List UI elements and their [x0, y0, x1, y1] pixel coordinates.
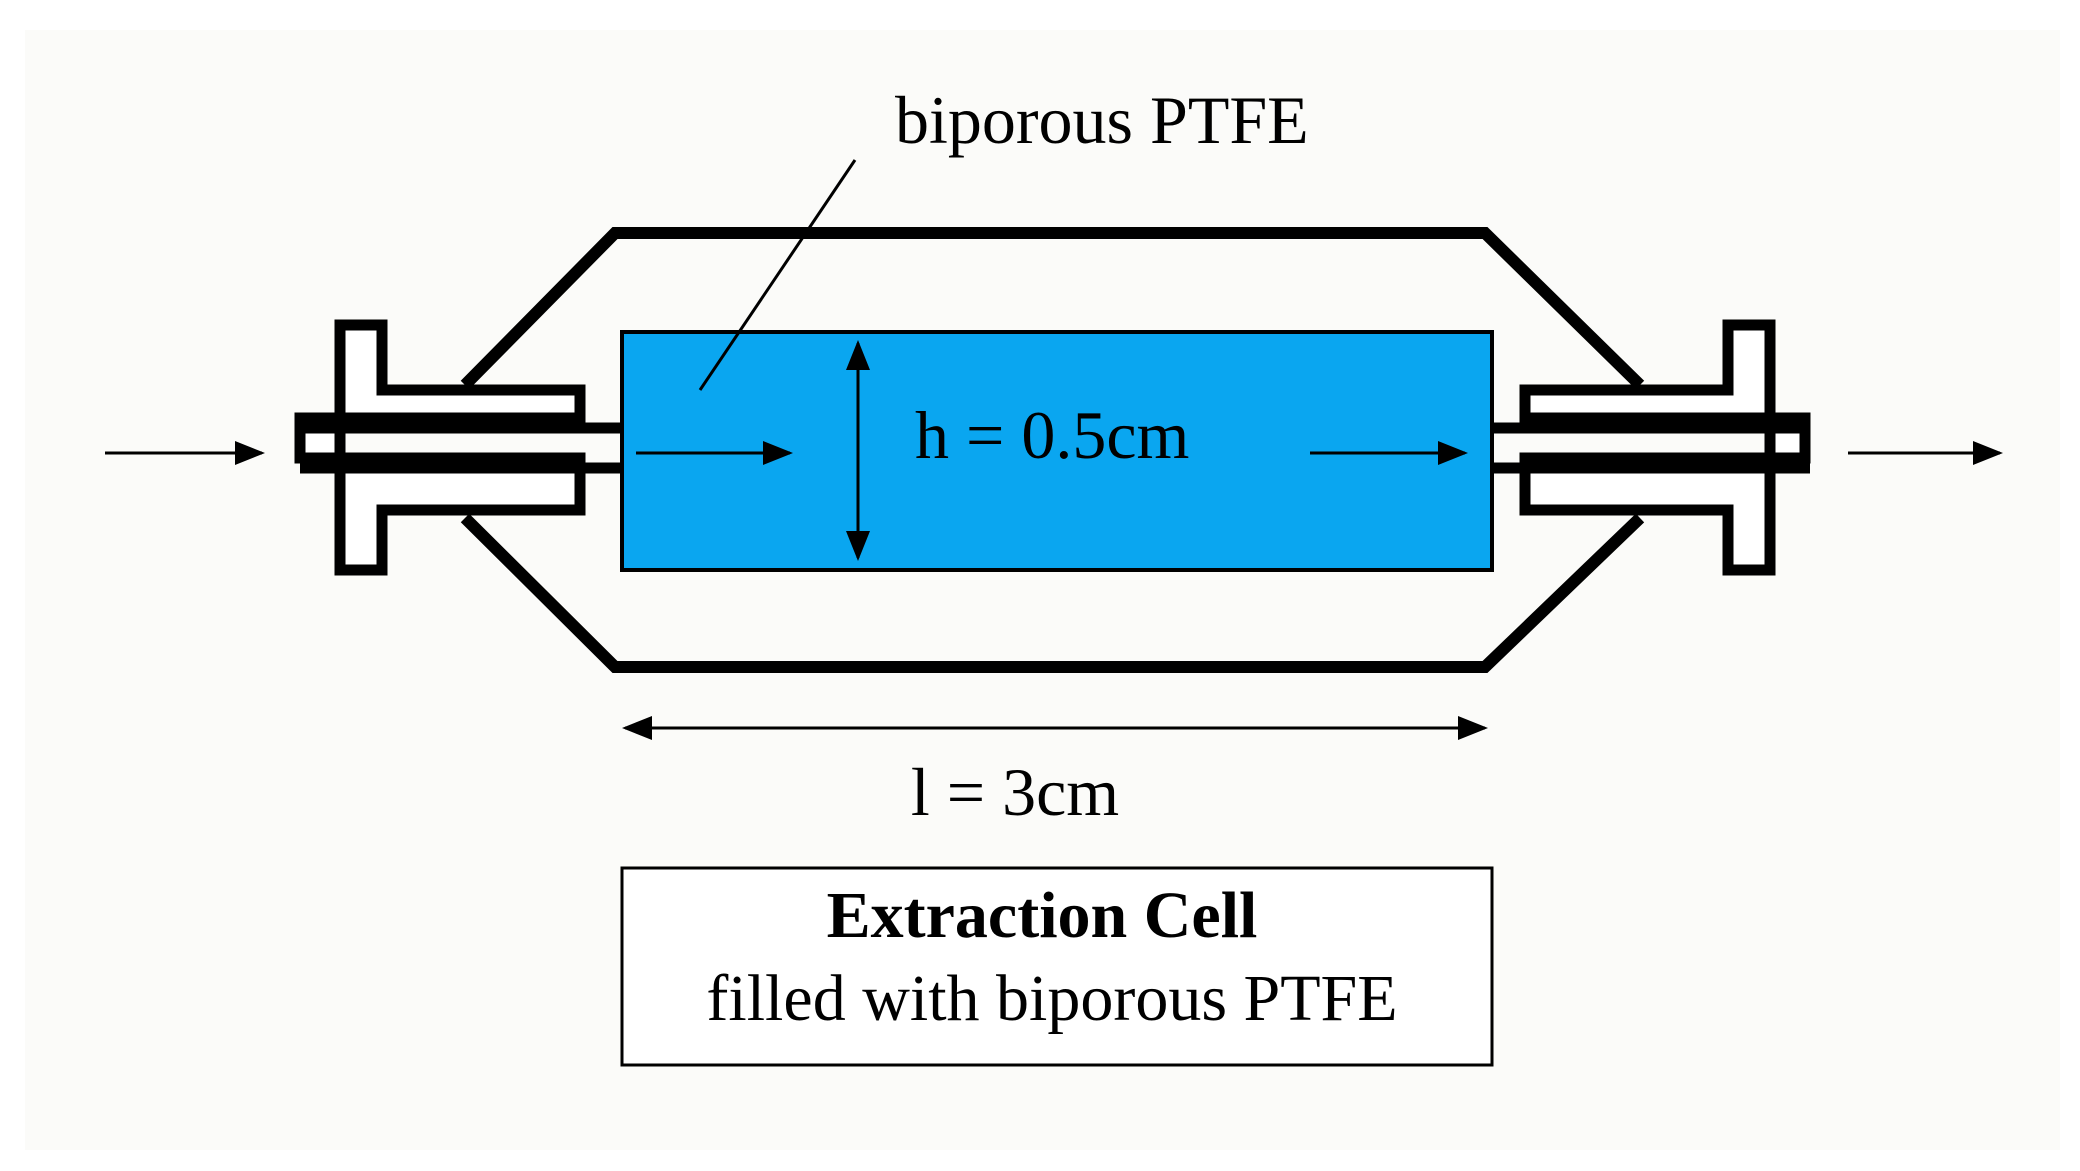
left-end-fitting — [294, 319, 586, 576]
cell-housing-bottom — [460, 513, 1645, 673]
caption-title: Extraction Cell — [827, 879, 1258, 952]
height-label: h = 0.5cm — [915, 397, 1189, 473]
material-leader-line — [698, 159, 857, 391]
caption-box — [620, 866, 1494, 1067]
cell-housing-top — [460, 227, 1645, 390]
material-label: biporous PTFE — [895, 82, 1309, 158]
caption-subtitle: filled with biporous PTFE — [706, 962, 1397, 1035]
length-label: l = 3cm — [911, 754, 1119, 830]
right-end-fitting — [1519, 319, 1811, 576]
